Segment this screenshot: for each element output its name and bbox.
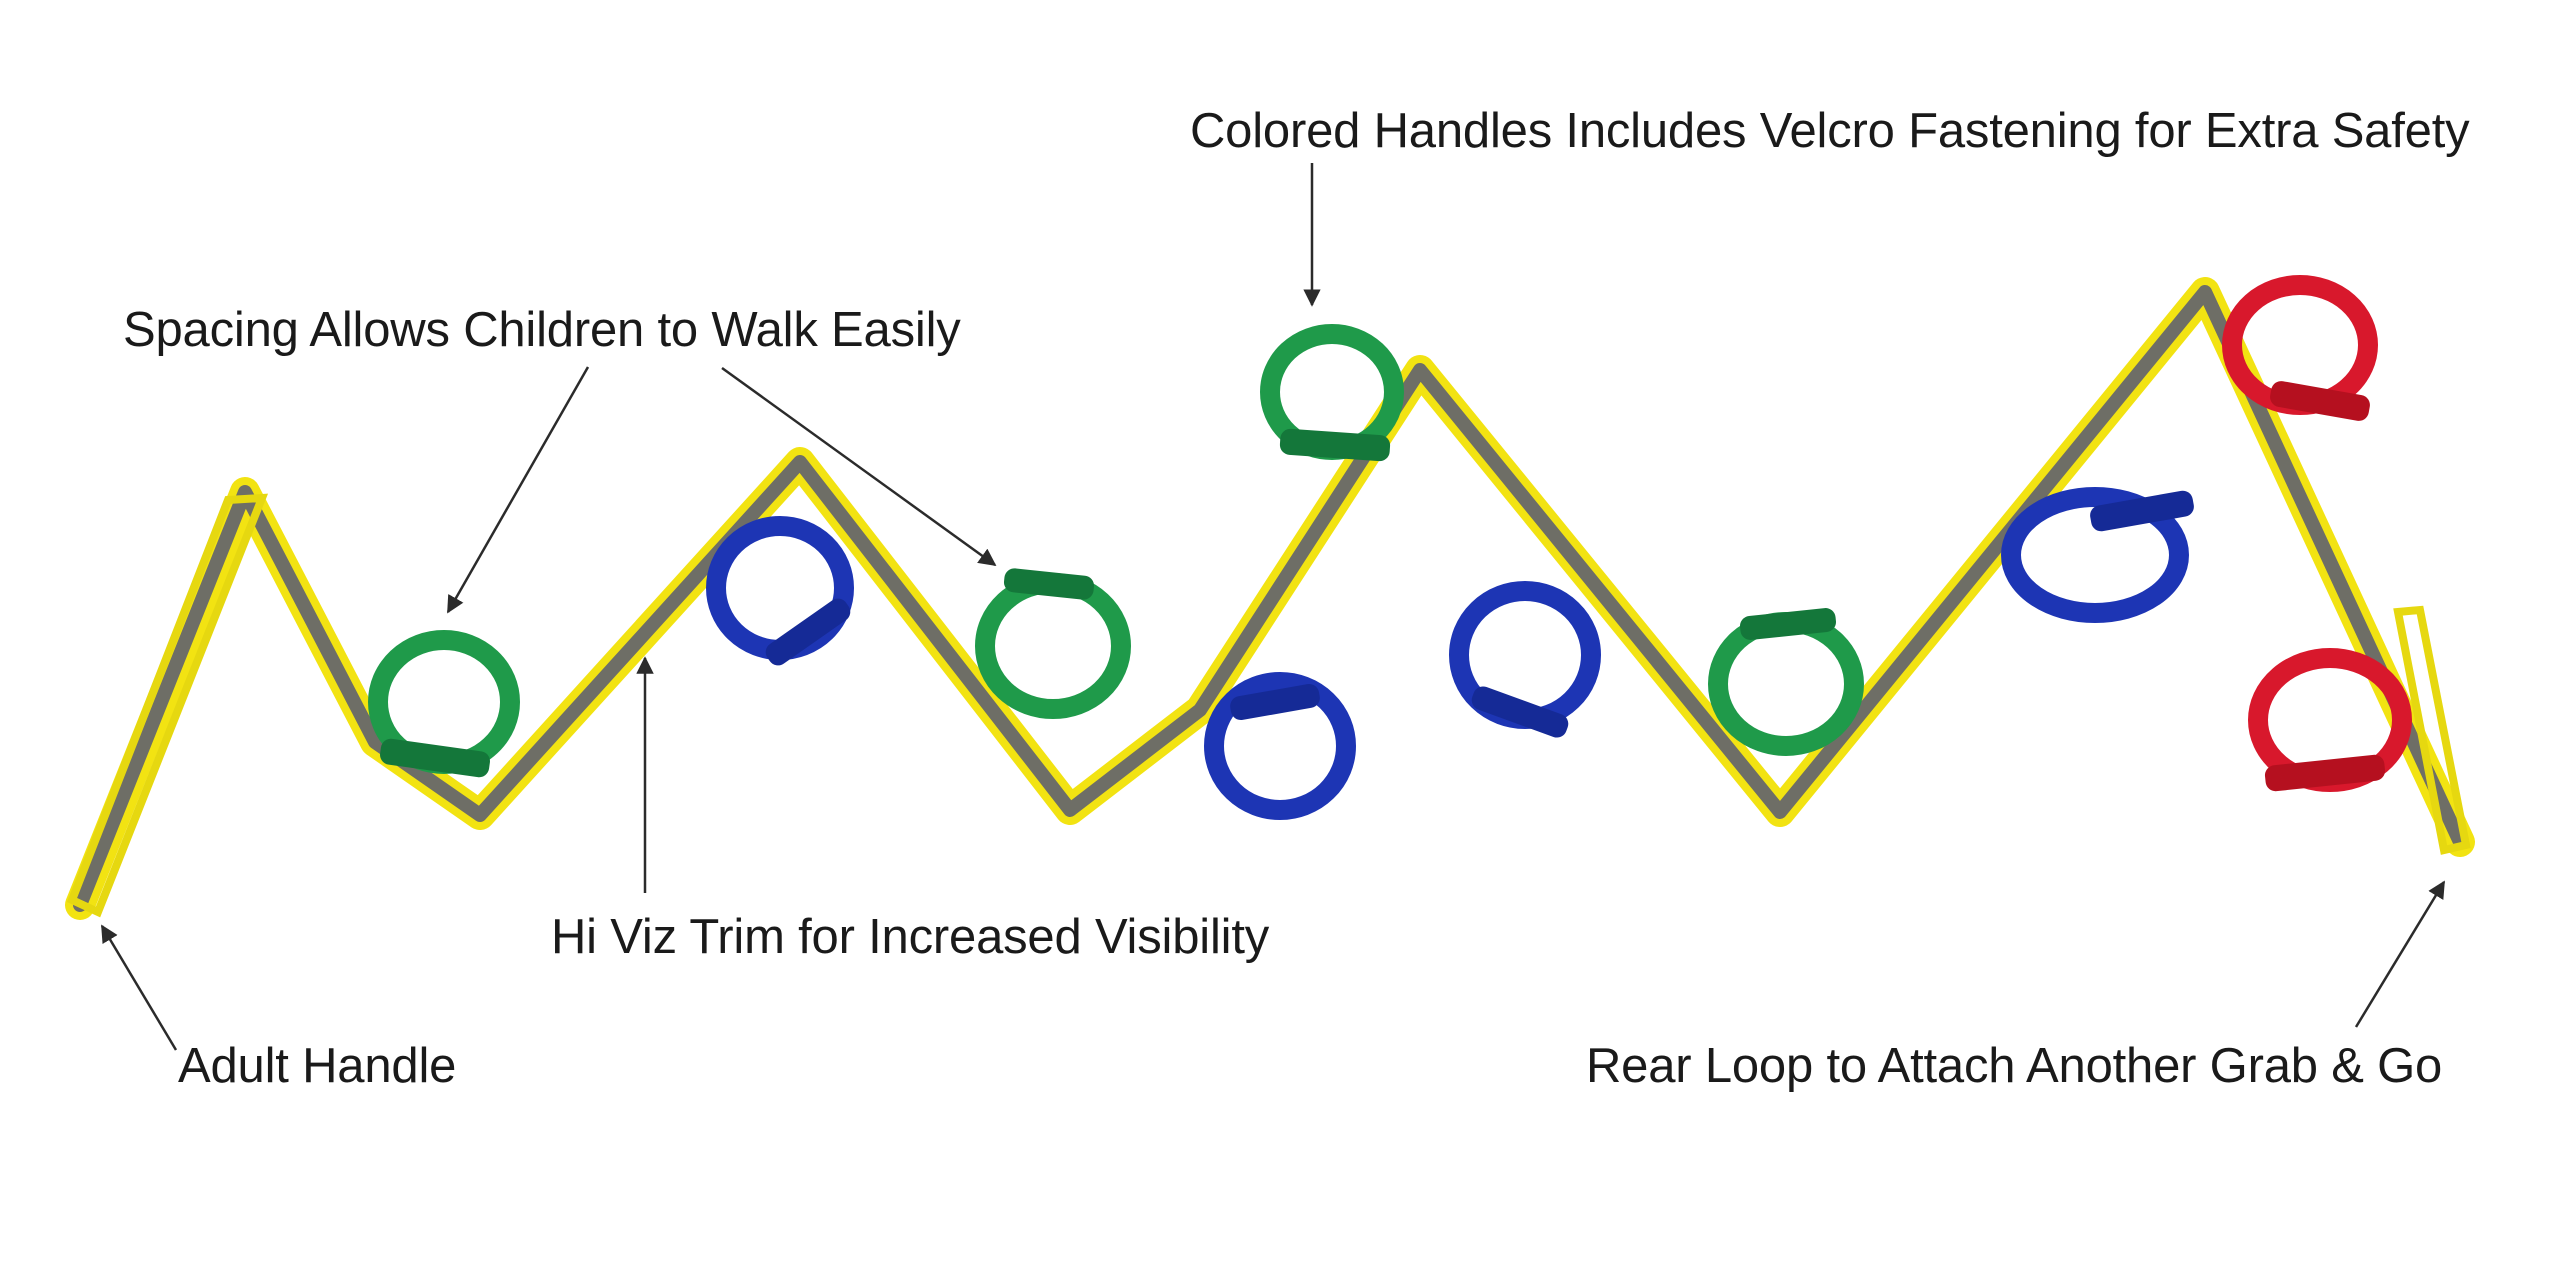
blue-handle bbox=[706, 516, 854, 666]
red-handle bbox=[2248, 648, 2412, 792]
red-handle bbox=[2222, 275, 2378, 421]
blue-handle bbox=[1204, 672, 1356, 820]
green-handle bbox=[1708, 608, 1864, 756]
arrow-adult-handle bbox=[100, 924, 178, 1051]
callout-hi-viz: Hi Viz Trim for Increased Visibility bbox=[551, 910, 1270, 964]
rear-loop bbox=[2393, 605, 2471, 855]
blue-handle bbox=[1449, 581, 1601, 738]
blue-handle bbox=[2001, 487, 2194, 623]
callout-spacing: Spacing Allows Children to Walk Easily bbox=[123, 303, 961, 357]
arrow-spacing-right bbox=[721, 366, 997, 567]
arrow-rear-loop bbox=[2354, 880, 2446, 1028]
child-handles bbox=[368, 275, 2412, 820]
green-handle bbox=[975, 568, 1131, 719]
callout-rear-loop: Rear Loop to Attach Another Grab & Go bbox=[1586, 1039, 2443, 1093]
strap-reflective bbox=[73, 285, 2467, 912]
green-handle bbox=[1260, 324, 1404, 462]
callout-colored-handles: Colored Handles Includes Velcro Fastenin… bbox=[1190, 104, 2470, 158]
arrow-spacing-left bbox=[446, 366, 590, 614]
strap bbox=[65, 277, 2475, 920]
green-handle bbox=[368, 630, 520, 778]
callout-arrows bbox=[100, 163, 2446, 1051]
callout-adult-handle: Adult Handle bbox=[178, 1039, 457, 1093]
adult-handle-loop bbox=[66, 493, 269, 918]
